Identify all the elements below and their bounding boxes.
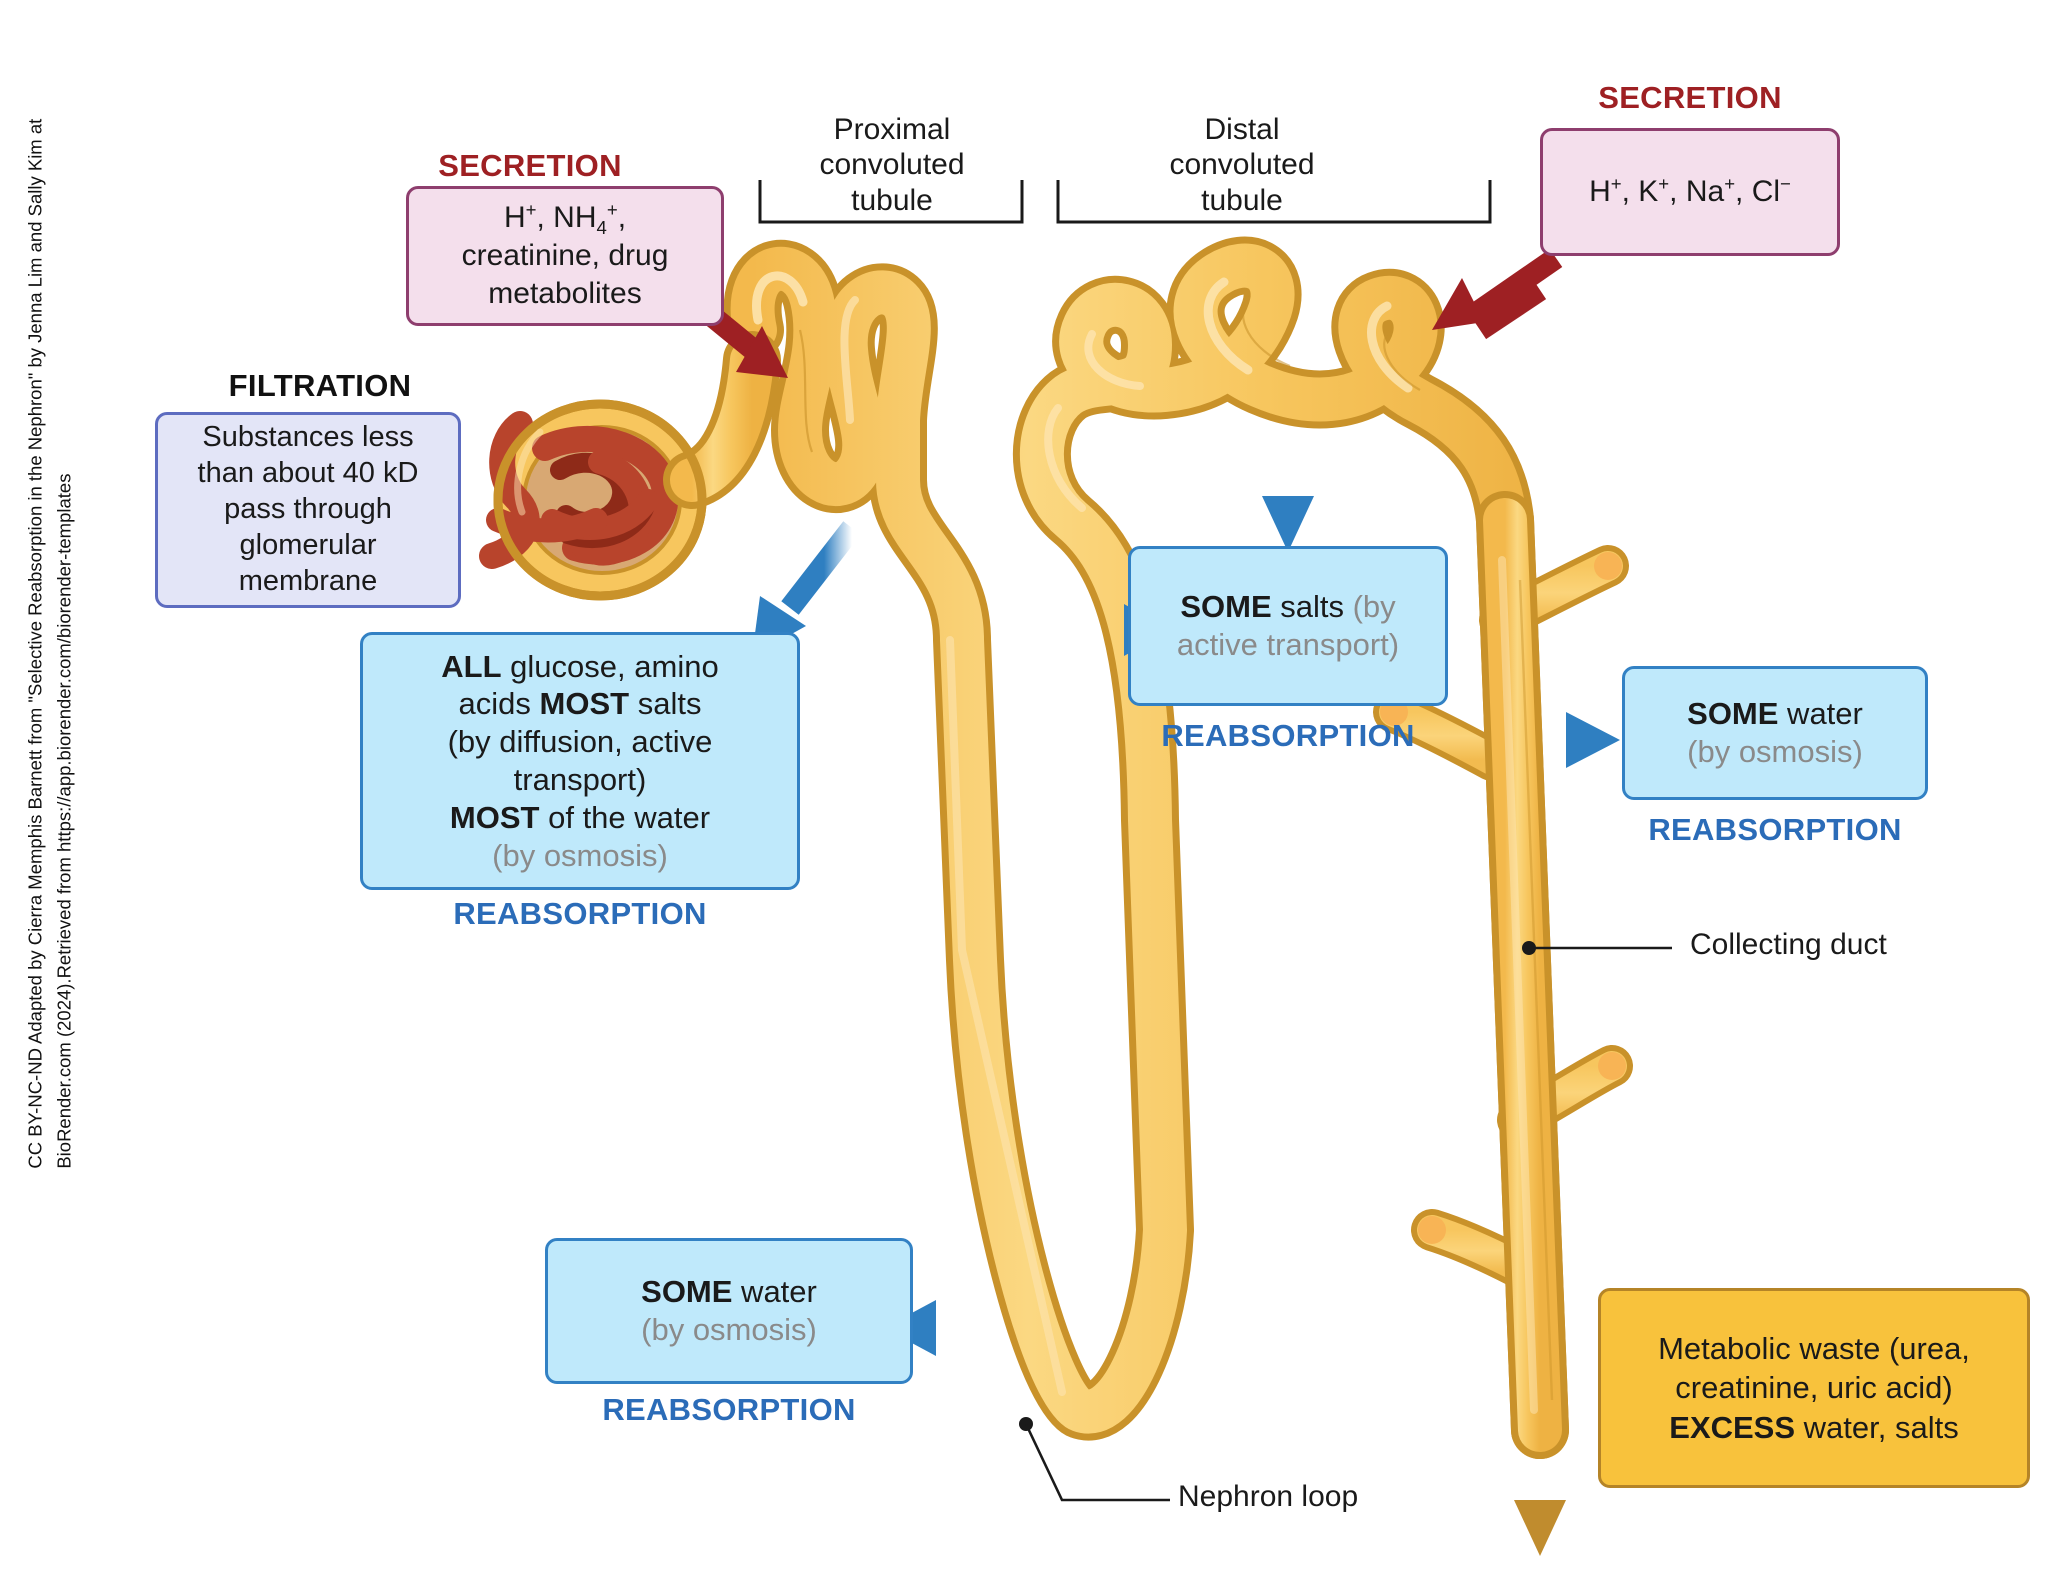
metabolic-waste-box: Metabolic waste (urea, creatinine, uric … xyxy=(1598,1288,2030,1488)
glomerulus xyxy=(479,331,781,601)
reab-loop-line2: (by osmosis) xyxy=(641,1312,817,1347)
reab-coll-line2: (by osmosis) xyxy=(1687,734,1863,769)
reab-prox-line3: (by diffusion, active xyxy=(447,724,713,760)
reab-loop-line1: SOME water xyxy=(641,1273,817,1309)
filtration-line2: than about 40 kD xyxy=(197,457,419,490)
attribution-text: CC BY-NC-ND Adapted by Cierra Memphis Ba… xyxy=(24,118,74,1169)
reabsorption-loop-footer: REABSORPTION xyxy=(602,1392,856,1427)
reabsorption-collecting-box: SOME water (by osmosis) xyxy=(1622,666,1928,800)
waste-line2: creatinine, uric acid) xyxy=(1675,1370,1953,1406)
reabsorption-distal-footer: REABSORPTION xyxy=(1161,718,1415,753)
secretion-distal-box: H+, K+, Na+, Cl− xyxy=(1540,128,1840,256)
filtration-line3: pass through xyxy=(224,493,392,526)
reabsorption-arrow-distal-down xyxy=(1262,400,1314,552)
secretion-distal-line1: H+, K+, Na+, Cl− xyxy=(1589,173,1791,209)
collecting-duct-leader xyxy=(1522,941,1672,955)
waste-line1: Metabolic waste (urea, xyxy=(1658,1331,1970,1367)
reab-dist-line1: SOME salts (by xyxy=(1180,588,1396,624)
nephron-loop-leader xyxy=(1019,1417,1170,1502)
secretion-arrow-distal xyxy=(1432,248,1563,340)
reabsorption-distal-box: SOME salts (by active transport) xyxy=(1128,546,1448,706)
reab-dist-line2: active transport) xyxy=(1176,627,1400,662)
reab-prox-line5: MOST of the water xyxy=(449,799,711,835)
reab-prox-line4: transport) xyxy=(513,762,647,797)
reab-coll-line1: SOME water xyxy=(1687,695,1863,731)
secretion-proximal-box: H+, NH4+, creatinine, drug metabolites xyxy=(406,186,724,326)
reabsorption-arrow-collecting xyxy=(1512,712,1620,768)
reabsorption-proximal-footer: REABSORPTION xyxy=(453,896,707,931)
proximal-tubule-label: Proximal convoluted tubule xyxy=(819,113,965,217)
reabsorption-collecting-footer: REABSORPTION xyxy=(1648,812,1902,847)
reab-prox-line6: (by osmosis) xyxy=(492,837,668,873)
filtration-line1: Substances less xyxy=(202,421,414,454)
secretion-proximal-line3: metabolites xyxy=(488,276,642,310)
reabsorption-loop-box: SOME water (by osmosis) xyxy=(545,1238,913,1384)
reab-prox-line2: acids MOST salts xyxy=(458,686,702,722)
nephron-loop-label: Nephron loop xyxy=(1178,1480,1359,1513)
distal-tubule-label: Distal convoluted tubule xyxy=(1169,113,1315,217)
collecting-duct-label: Collecting duct xyxy=(1690,928,1887,961)
filtration-line4: glomerular xyxy=(239,528,377,561)
secretion-proximal-header: SECRETION xyxy=(438,148,622,183)
filtration-line5: membrane xyxy=(238,564,378,597)
reab-prox-line1: ALL glucose, amino xyxy=(441,648,719,684)
filtration-box: Substances less than about 40 kD pass th… xyxy=(155,412,461,608)
reabsorption-proximal-box: ALL glucose, amino acids MOST salts (by … xyxy=(360,632,800,890)
secretion-distal-header: SECRETION xyxy=(1598,80,1782,115)
secretion-proximal-line2: creatinine, drug xyxy=(461,239,669,273)
waste-line3: EXCESS water, salts xyxy=(1669,1409,1959,1445)
filtration-header: FILTRATION xyxy=(228,368,412,403)
urine-outflow-arrow xyxy=(1514,1400,1566,1556)
secretion-proximal-line1: H+, NH4+, xyxy=(503,199,627,239)
